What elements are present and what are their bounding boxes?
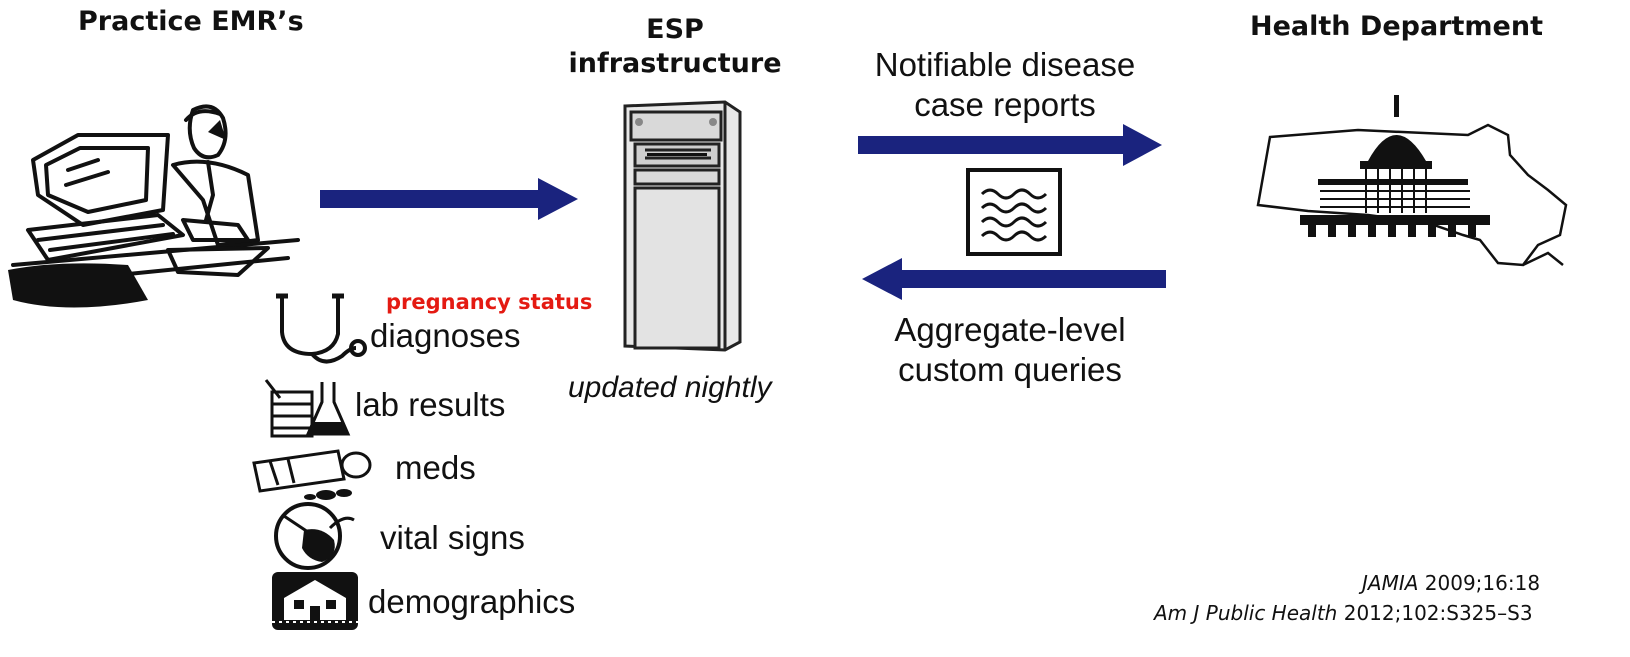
custom-queries-line1: Aggregate-level xyxy=(894,311,1126,348)
citation-jamia-ref: 2009;16:18 xyxy=(1418,571,1541,595)
health-department-heading: Health Department xyxy=(1250,11,1543,42)
demographics-label: demographics xyxy=(368,583,576,620)
server-tower-icon xyxy=(623,100,742,352)
citation-ajph: Am J Public Health 2012;102:S325–S3 xyxy=(1154,600,1533,626)
esp-heading-line2: infrastructure xyxy=(568,48,782,79)
lab-flask-icon xyxy=(264,379,351,438)
citation-ajph-ref: 2012;102:S325–S3 xyxy=(1337,601,1533,625)
custom-queries-line2: custom queries xyxy=(898,351,1122,388)
query-document-icon xyxy=(966,168,1062,256)
lab-results-label: lab results xyxy=(355,386,506,423)
esp-to-health-dept-arrow xyxy=(858,124,1162,166)
health-dept-to-esp-arrow xyxy=(862,258,1166,300)
case-reports-line2: case reports xyxy=(914,86,1096,123)
esp-heading-line1: ESP xyxy=(646,14,704,45)
esp-heading: ESP infrastructure xyxy=(555,13,795,81)
pregnancy-status-label: pregnancy status xyxy=(386,290,593,314)
capitol-state-map-icon xyxy=(1256,95,1568,267)
practice-emr-heading: Practice EMR’s xyxy=(78,6,304,37)
meds-label: meds xyxy=(395,449,476,486)
citation-jamia-journal: JAMIA xyxy=(1362,571,1419,595)
clinician-at-computer-icon xyxy=(8,104,300,308)
emr-to-esp-arrow xyxy=(320,178,578,220)
citation-jamia: JAMIA 2009;16:18 xyxy=(1362,570,1540,596)
pill-bottle-icon xyxy=(252,449,372,500)
house-icon xyxy=(272,572,358,630)
vital-signs-label: vital signs xyxy=(380,519,525,556)
case-reports-line1: Notifiable disease xyxy=(874,46,1136,83)
citation-ajph-journal: Am J Public Health xyxy=(1154,601,1338,625)
stethoscope-icon xyxy=(276,293,367,364)
thermometer-hand-icon xyxy=(274,502,355,570)
case-reports-label: Notifiable disease case reports xyxy=(840,45,1170,125)
diagnoses-label: diagnoses xyxy=(370,317,521,354)
updated-nightly-note: updated nightly xyxy=(568,371,772,404)
custom-queries-label: Aggregate-level custom queries xyxy=(850,310,1170,390)
